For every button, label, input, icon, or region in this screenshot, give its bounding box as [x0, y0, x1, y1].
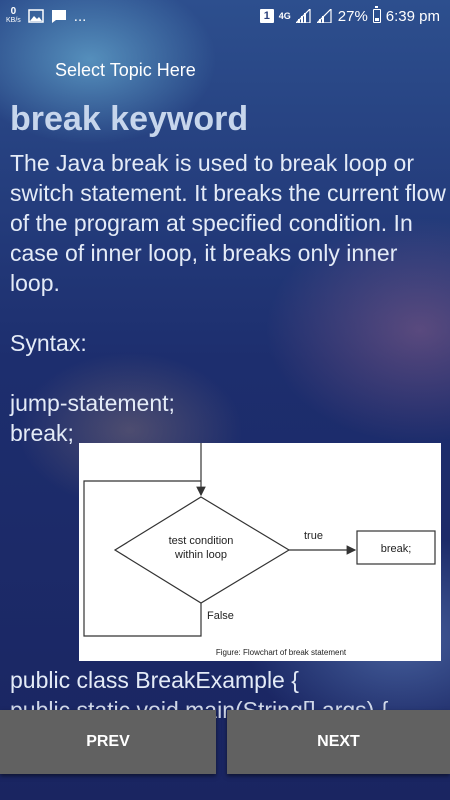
next-button[interactable]: NEXT — [227, 710, 450, 774]
sim-indicator-icon: 1 — [259, 9, 274, 23]
prev-button[interactable]: PREV — [0, 710, 216, 774]
break-box-label: break; — [381, 543, 412, 555]
clock: 6:39 pm — [385, 7, 440, 25]
image-notification-icon — [28, 9, 44, 23]
break-flowchart-image: test condition within loop true break; F… — [79, 443, 441, 661]
false-label: False — [207, 610, 234, 622]
article-body: The Java break is used to break loop or … — [10, 150, 446, 446]
true-label: true — [304, 530, 323, 542]
signal-strength-icon — [295, 9, 311, 23]
status-bar: 0 KB/s ... 1 4G 27% 6:39 pm — [0, 0, 450, 32]
message-notification-icon — [51, 9, 66, 23]
battery-percent: 27% — [337, 7, 368, 25]
network-type: 4G — [278, 10, 291, 21]
signal-strength-icon-2 — [316, 9, 332, 23]
navigation-bar: PREV NEXT — [0, 707, 450, 800]
condition-label-1: test condition — [169, 535, 234, 547]
network-speed: 0 KB/s — [6, 6, 21, 25]
condition-label-2: within loop — [174, 549, 227, 561]
select-topic-button[interactable]: Select Topic Here — [55, 60, 196, 80]
page-title: break keyword — [10, 100, 249, 138]
figure-caption: Figure: Flowchart of break statement — [216, 648, 347, 657]
code-line: public class BreakExample { — [10, 667, 299, 693]
more-notifications-icon: ... — [73, 7, 87, 25]
battery-icon — [372, 6, 381, 23]
